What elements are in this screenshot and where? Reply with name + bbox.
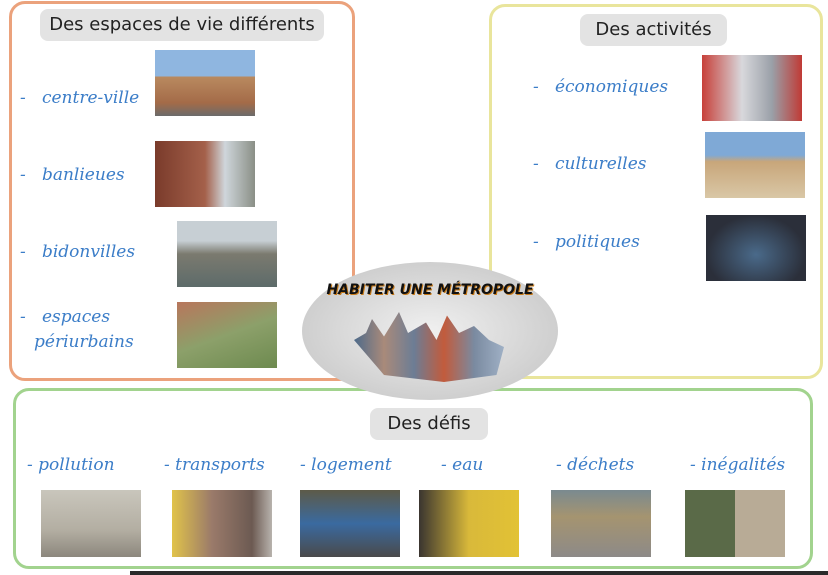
slum-photo <box>177 221 277 287</box>
city-center-photo <box>155 50 255 116</box>
activites-panel <box>489 4 823 379</box>
list-item: - politiques <box>533 232 640 252</box>
water-cans-photo <box>419 490 519 557</box>
item-label: eau <box>452 455 484 475</box>
list-item: - économiques <box>533 77 669 97</box>
list-item: - centre-ville <box>20 88 140 108</box>
list-item: - inégalités <box>690 455 786 475</box>
list-item: - pollution <box>27 455 115 475</box>
center-title: HABITER UNE MÉTROPOLE <box>326 282 534 298</box>
garbage-street-photo <box>551 490 651 557</box>
item-label: bidonvilles <box>41 242 136 262</box>
periurban-photo <box>177 302 277 368</box>
espaces-panel <box>9 1 355 381</box>
item-label-cont: périurbains <box>34 332 134 352</box>
list-item: - espaces <box>20 307 111 327</box>
item-label: banlieues <box>41 165 125 185</box>
bottom-bar <box>130 571 828 575</box>
suburb-houses-photo <box>155 141 255 207</box>
item-label: inégalités <box>701 455 786 475</box>
defis-title: Des défis <box>370 408 488 440</box>
inequality-aerial-photo <box>685 490 785 557</box>
list-item: - banlieues <box>20 165 125 185</box>
center-node: HABITER UNE MÉTROPOLE <box>302 262 558 400</box>
council-chamber-photo <box>706 215 806 281</box>
list-item: - eau <box>441 455 484 475</box>
list-item: - culturelles <box>533 154 647 174</box>
item-label: déchets <box>567 455 635 475</box>
item-label: transports <box>175 455 265 475</box>
espaces-title: Des espaces de vie différents <box>40 9 324 41</box>
activites-title: Des activités <box>580 14 727 46</box>
business-district-photo <box>702 55 802 121</box>
louvre-photo <box>705 132 805 198</box>
item-label: espaces <box>41 307 111 327</box>
list-item: - déchets <box>556 455 635 475</box>
list-item: - bidonvilles <box>20 242 136 262</box>
list-item: - logement <box>300 455 392 475</box>
crowded-train-photo <box>172 490 272 557</box>
list-item: - transports <box>164 455 265 475</box>
item-label: économiques <box>554 77 669 97</box>
tent-camp-photo <box>300 490 400 557</box>
item-label: centre-ville <box>41 88 140 108</box>
skyline-image <box>354 312 504 382</box>
item-label: culturelles <box>554 154 647 174</box>
item-label: pollution <box>38 455 115 475</box>
smog-photo <box>41 490 141 557</box>
item-label: logement <box>311 455 392 475</box>
item-label: politiques <box>554 232 640 252</box>
